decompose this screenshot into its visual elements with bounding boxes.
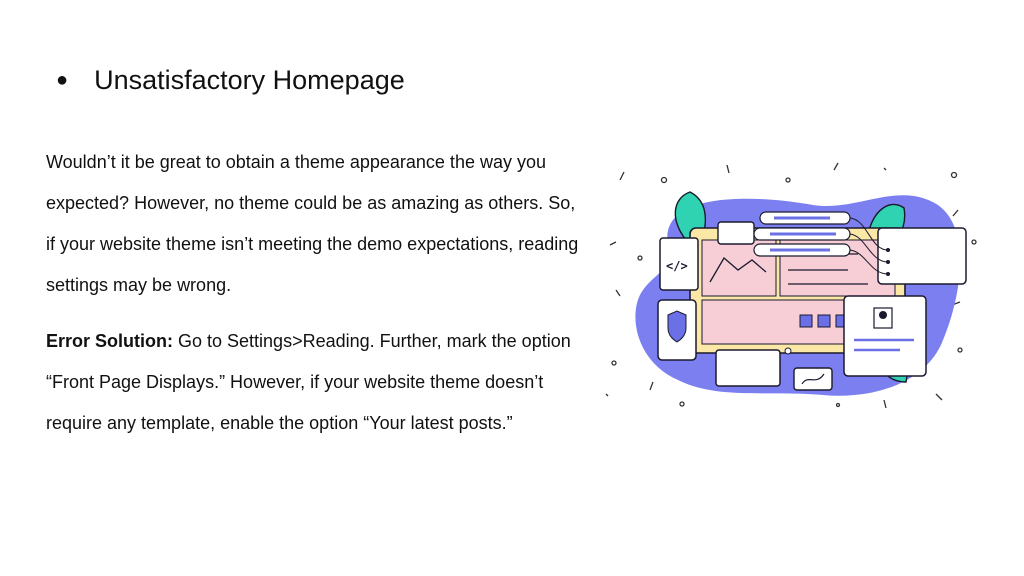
small-card-top <box>717 221 755 245</box>
image-icon-row <box>799 314 849 328</box>
option-pills <box>753 211 851 257</box>
solution-text: Go to Settings>Reading. Further, mark th… <box>46 331 571 433</box>
shield-icon <box>667 310 687 343</box>
paragraph-solution: Error Solution: Go to Settings>Reading. … <box>46 321 586 444</box>
code-window <box>659 237 699 291</box>
slide-heading: ● Unsatisfactory Homepage <box>56 62 405 98</box>
website-design-illustration: </> <box>605 162 977 409</box>
solution-label: Error Solution: <box>46 331 173 351</box>
bullet-icon: ● <box>56 69 69 91</box>
paragraph-intro: Wouldn’t it be great to obtain a theme a… <box>46 152 579 295</box>
bottom-card <box>715 349 781 387</box>
profile-card <box>843 295 927 377</box>
chart-line <box>709 256 767 283</box>
right-card <box>877 227 967 285</box>
connector-card <box>793 367 833 391</box>
code-tag-icon: </> <box>666 259 688 273</box>
decorative-sparkles <box>605 162 977 409</box>
page-title: Unsatisfactory Homepage <box>94 65 405 95</box>
